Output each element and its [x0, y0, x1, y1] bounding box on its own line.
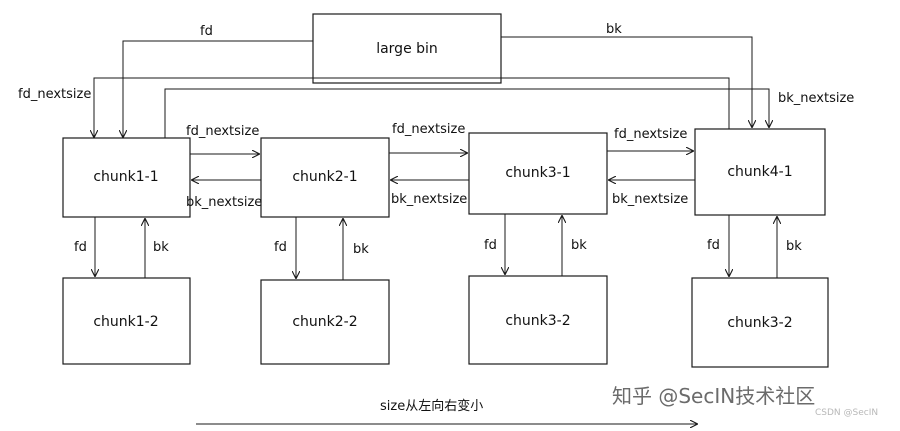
chunk3-fd-label: fd: [484, 238, 497, 253]
bk-nextsize-3-2-label: bk_nextsize: [391, 192, 467, 207]
chunk1-1-label: chunk1-1: [93, 169, 158, 185]
chunk2-1-box: [260, 137, 390, 218]
bk-nextsize-2-1-label: bk_nextsize: [186, 195, 262, 210]
chunk4-2-label: chunk3-2: [727, 315, 792, 331]
large-bin-fd-arrow: [123, 40, 313, 137]
chunk3-2-box: [468, 275, 608, 365]
chunk3-1-label: chunk3-1: [505, 165, 570, 181]
chunk4-2-box: [691, 277, 829, 368]
fd-nextsize-loop-arrow: [94, 77, 730, 137]
fd-nextsize-loop-label: fd_nextsize: [18, 87, 91, 102]
fd-nextsize-3-4-label: fd_nextsize: [614, 127, 687, 142]
bk-nextsize-4-3-label: bk_nextsize: [612, 192, 688, 207]
chunk1-1-box: [62, 137, 191, 218]
chunk3-bk-label: bk: [571, 238, 587, 253]
chunk2-1-label: chunk2-1: [292, 169, 357, 185]
chunk2-2-box: [260, 279, 390, 365]
chunk4-fd-label: fd: [707, 238, 720, 253]
chunk1-2-box: [62, 277, 191, 365]
watermark-text: 知乎 @SecIN技术社区: [612, 384, 815, 408]
chunk4-1-box: [694, 128, 826, 216]
chunk3-2-label: chunk3-2: [505, 313, 570, 329]
large-bin-bk-arrow: [501, 36, 752, 127]
watermark-sub-text: CSDN @SecIN: [815, 408, 878, 418]
fd-nextsize-2-3-label: fd_nextsize: [392, 122, 465, 137]
large-bin-fd-label: fd: [200, 24, 213, 39]
bk-nextsize-loop-label: bk_nextsize: [778, 91, 854, 106]
fd-nextsize-1-2-label: fd_nextsize: [186, 124, 259, 139]
chunk1-bk-label: bk: [153, 240, 169, 255]
chunk2-bk-label: bk: [353, 242, 369, 257]
chunk4-bk-label: bk: [786, 239, 802, 254]
size-direction-caption: size从左向右变小: [380, 398, 483, 414]
large-bin-bk-label: bk: [606, 22, 622, 37]
chunk4-1-label: chunk4-1: [727, 164, 792, 180]
chunk1-2-label: chunk1-2: [93, 314, 158, 330]
large-bin-box: [312, 13, 502, 84]
large-bin-label: large bin: [376, 41, 438, 57]
chunk1-fd-label: fd: [74, 240, 87, 255]
chunk2-fd-label: fd: [274, 240, 287, 255]
bk-nextsize-loop-arrow: [164, 88, 769, 138]
chunk3-1-box: [468, 132, 608, 215]
chunk2-2-label: chunk2-2: [292, 314, 357, 330]
